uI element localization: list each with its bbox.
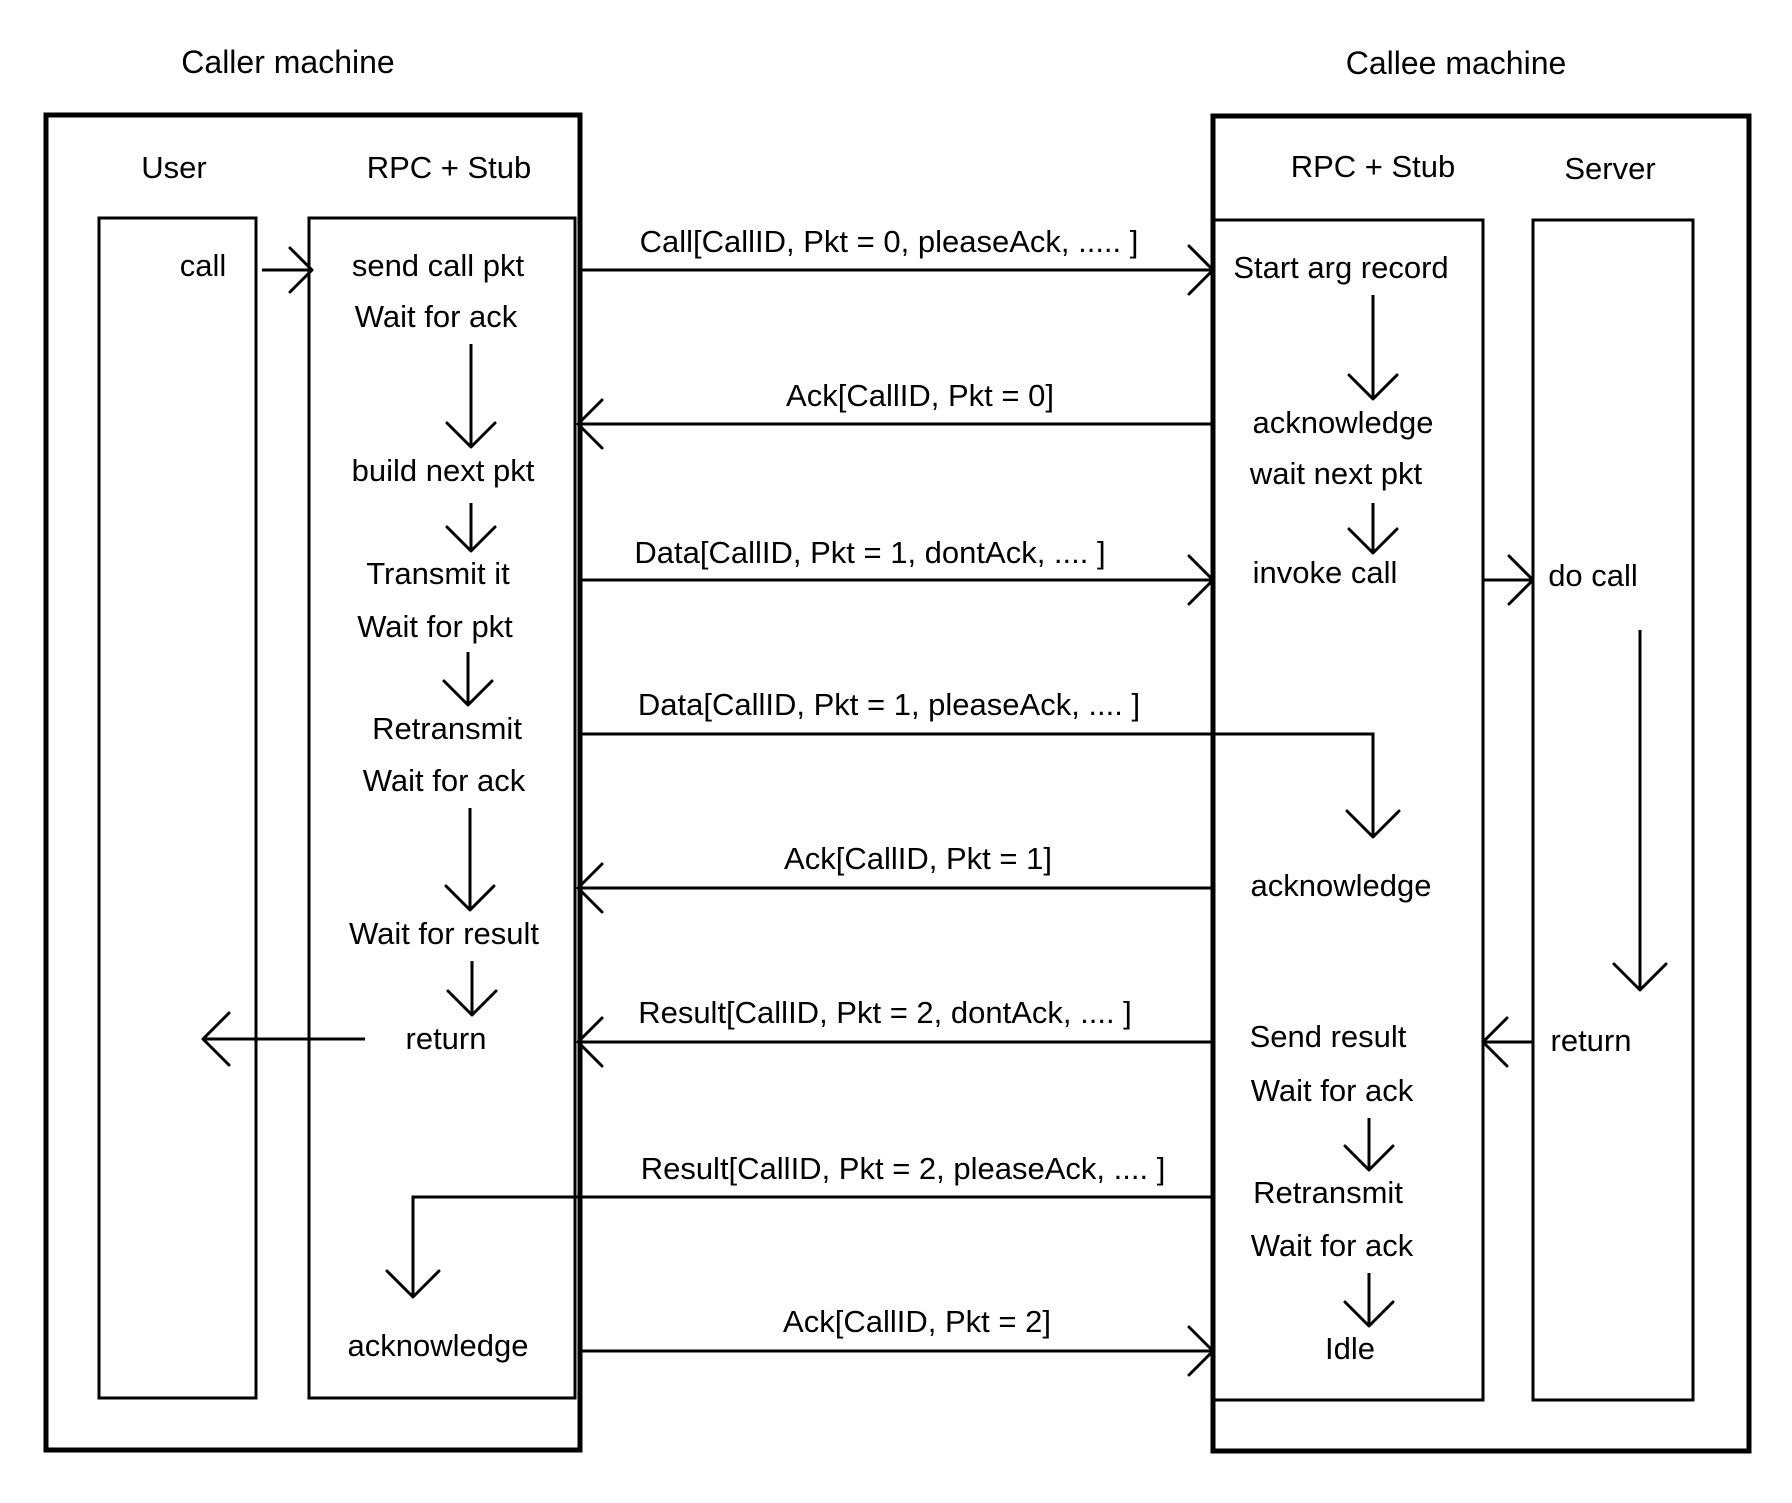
message-label-ack-pkt0: Ack[CallID, Pkt = 0] xyxy=(786,378,1054,413)
arrow-callee-start-to-ack xyxy=(1347,295,1399,401)
callee-wait-for-ack-1: Wait for ack xyxy=(1251,1073,1414,1108)
message-label-ack-pkt2: Ack[CallID, Pkt = 2] xyxy=(783,1304,1051,1339)
arrow-msg-ack-pkt2 xyxy=(578,1325,1215,1377)
message-label-data-pkt1-dontack: Data[CallID, Pkt = 1, dontAck, .... ] xyxy=(634,535,1105,570)
caller-wait-for-ack-1: Wait for ack xyxy=(355,299,518,334)
server-column-header: Server xyxy=(1564,151,1655,186)
arrow-caller-wait-pkt-to-retransmit xyxy=(442,652,494,707)
arrow-msg-data-pkt1-pleaseack xyxy=(578,732,1401,839)
arrow-msg-result-pkt2-pleaseack xyxy=(385,1195,1213,1299)
callee-start-arg-record: Start arg record xyxy=(1233,250,1448,285)
arrows xyxy=(201,244,1668,1377)
arrow-caller-wait-ack-to-build xyxy=(445,344,497,449)
user-call-label: call xyxy=(180,248,227,283)
arrow-callee-wait-ack-to-retransmit xyxy=(1343,1118,1395,1172)
callee-invoke-call: invoke call xyxy=(1253,555,1398,590)
callee-rpc-stub-lane xyxy=(1211,218,1485,1402)
arrow-caller-build-to-transmit xyxy=(445,503,497,553)
caller-wait-for-ack-2: Wait for ack xyxy=(363,763,526,798)
callee-acknowledge-1: acknowledge xyxy=(1253,405,1434,440)
message-label-data-pkt1-pleaseack: Data[CallID, Pkt = 1, pleaseAck, .... ] xyxy=(638,687,1140,722)
caller-retransmit: Retransmit xyxy=(372,711,522,746)
arrow-msg-ack-pkt0 xyxy=(576,398,1213,450)
arrow-callee-invoke-to-server xyxy=(1483,554,1535,606)
arrow-server-return-to-callee xyxy=(1481,1016,1533,1068)
caller-send-call-pkt: send call pkt xyxy=(352,248,525,283)
arrow-caller-wait-ack-to-wait-result xyxy=(444,808,496,912)
caller-machine-frame xyxy=(43,112,583,1453)
callee-wait-for-ack-2: Wait for ack xyxy=(1251,1228,1414,1263)
callee-wait-next-pkt: wait next pkt xyxy=(1249,456,1423,491)
arrow-callee-wait-ack-to-idle xyxy=(1343,1273,1395,1328)
server-do-call: do call xyxy=(1548,558,1638,593)
message-label-result-pkt2-pleaseack: Result[CallID, Pkt = 2, pleaseAck, .... … xyxy=(641,1151,1166,1186)
caller-acknowledge: acknowledge xyxy=(348,1328,529,1363)
callee-acknowledge-2: acknowledge xyxy=(1251,868,1432,903)
message-label-ack-pkt1: Ack[CallID, Pkt = 1] xyxy=(784,841,1052,876)
server-lane xyxy=(1531,218,1695,1402)
caller-rpc-stub-lane xyxy=(307,216,577,1400)
server-return: return xyxy=(1551,1023,1632,1058)
callee-retransmit: Retransmit xyxy=(1253,1175,1403,1210)
caller-wait-for-result: Wait for result xyxy=(349,916,539,951)
caller-transmit-it: Transmit it xyxy=(366,556,510,591)
arrow-msg-ack-pkt1 xyxy=(576,862,1213,914)
arrow-user-call xyxy=(262,246,314,294)
arrow-callee-wait-next-to-invoke xyxy=(1347,503,1399,555)
callee-send-result: Send result xyxy=(1250,1019,1407,1054)
callee-idle: Idle xyxy=(1325,1331,1375,1366)
arrow-msg-result-pkt2-dontack xyxy=(576,1016,1213,1068)
caller-wait-for-pkt: Wait for pkt xyxy=(357,609,513,644)
callee-rpc-stub-header: RPC + Stub xyxy=(1291,149,1456,184)
message-label-result-pkt2-dontack: Result[CallID, Pkt = 2, dontAck, .... ] xyxy=(638,995,1132,1030)
caller-machine-title: Caller machine xyxy=(181,44,394,80)
user-column-header: User xyxy=(141,150,206,185)
arrow-msg-call-pkt0 xyxy=(578,244,1215,296)
caller-build-next-pkt: build next pkt xyxy=(352,453,535,488)
arrow-msg-data-pkt1-dontack xyxy=(578,554,1215,606)
caller-return: return xyxy=(406,1021,487,1056)
message-label-call-pkt0: Call[CallID, Pkt = 0, pleaseAck, ..... ] xyxy=(640,224,1139,259)
arrow-caller-wait-result-to-return xyxy=(446,961,498,1017)
callee-machine-title: Callee machine xyxy=(1346,45,1567,81)
arrow-return-to-user xyxy=(201,1011,365,1067)
caller-rpc-stub-header: RPC + Stub xyxy=(367,150,532,185)
arrow-server-do-call-to-return xyxy=(1612,630,1668,992)
user-lane xyxy=(97,216,258,1400)
